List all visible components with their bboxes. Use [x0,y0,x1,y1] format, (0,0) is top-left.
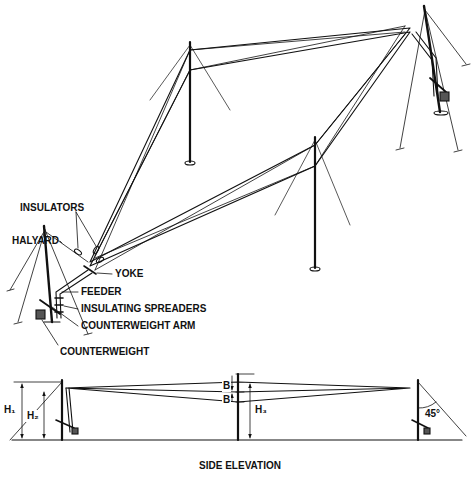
leader-line [64,306,78,309]
guy-line [400,10,466,150]
counterweight [72,428,78,434]
dimension-line [250,384,251,438]
part-label: INSULATING SPREADERS [81,303,206,315]
part-label: HALYARD [12,235,59,247]
dimension-line [232,394,233,401]
mast-base [44,321,60,322]
part-label: COUNTERWEIGHT ARM [81,320,195,332]
dimension-label: B [222,380,231,392]
dimension-label: B [222,394,231,406]
rhombic-wire [90,32,410,266]
view-caption: SIDE ELEVATION [199,460,281,472]
rhombic-wire [90,28,410,262]
part-label: YOKE [115,268,143,280]
feeder [412,32,438,96]
insulator [74,248,83,256]
yoke [84,266,96,274]
dimension-line [44,392,45,438]
dimension-label: H₂ [26,410,40,422]
counterweight-arm [430,78,446,92]
ground-stake [7,289,92,335]
insulator [96,256,105,263]
leader-line [60,241,62,243]
counterweight-arm [56,420,428,428]
pole-base [185,161,195,165]
dimension-line [22,384,23,438]
pole [189,42,191,162]
leader-line [42,320,58,345]
counterweight [440,92,449,101]
counterweight [36,310,45,319]
pole-base [310,267,320,271]
leader-line [76,212,96,248]
part-label: INSULATORS [20,202,84,214]
angle-label: 45° [424,408,441,420]
insulator [92,246,99,255]
part-label: COUNTERWEIGHT [60,346,149,358]
guy-line [275,140,350,225]
leader-line [62,292,78,293]
pole [62,374,418,440]
dimension-label: H₃ [254,404,268,416]
guy-line [150,45,230,110]
pole [314,137,316,268]
dimension-line [14,374,254,402]
guy-line [10,230,88,334]
part-label: FEEDER [81,286,122,298]
leader-line [97,273,112,274]
dimension-label: H₁ [3,404,16,416]
mast-base [434,111,448,115]
dimension-line [232,376,233,390]
counterweight [424,428,430,434]
leader-line [52,307,78,326]
rhombic-wire [95,26,405,270]
